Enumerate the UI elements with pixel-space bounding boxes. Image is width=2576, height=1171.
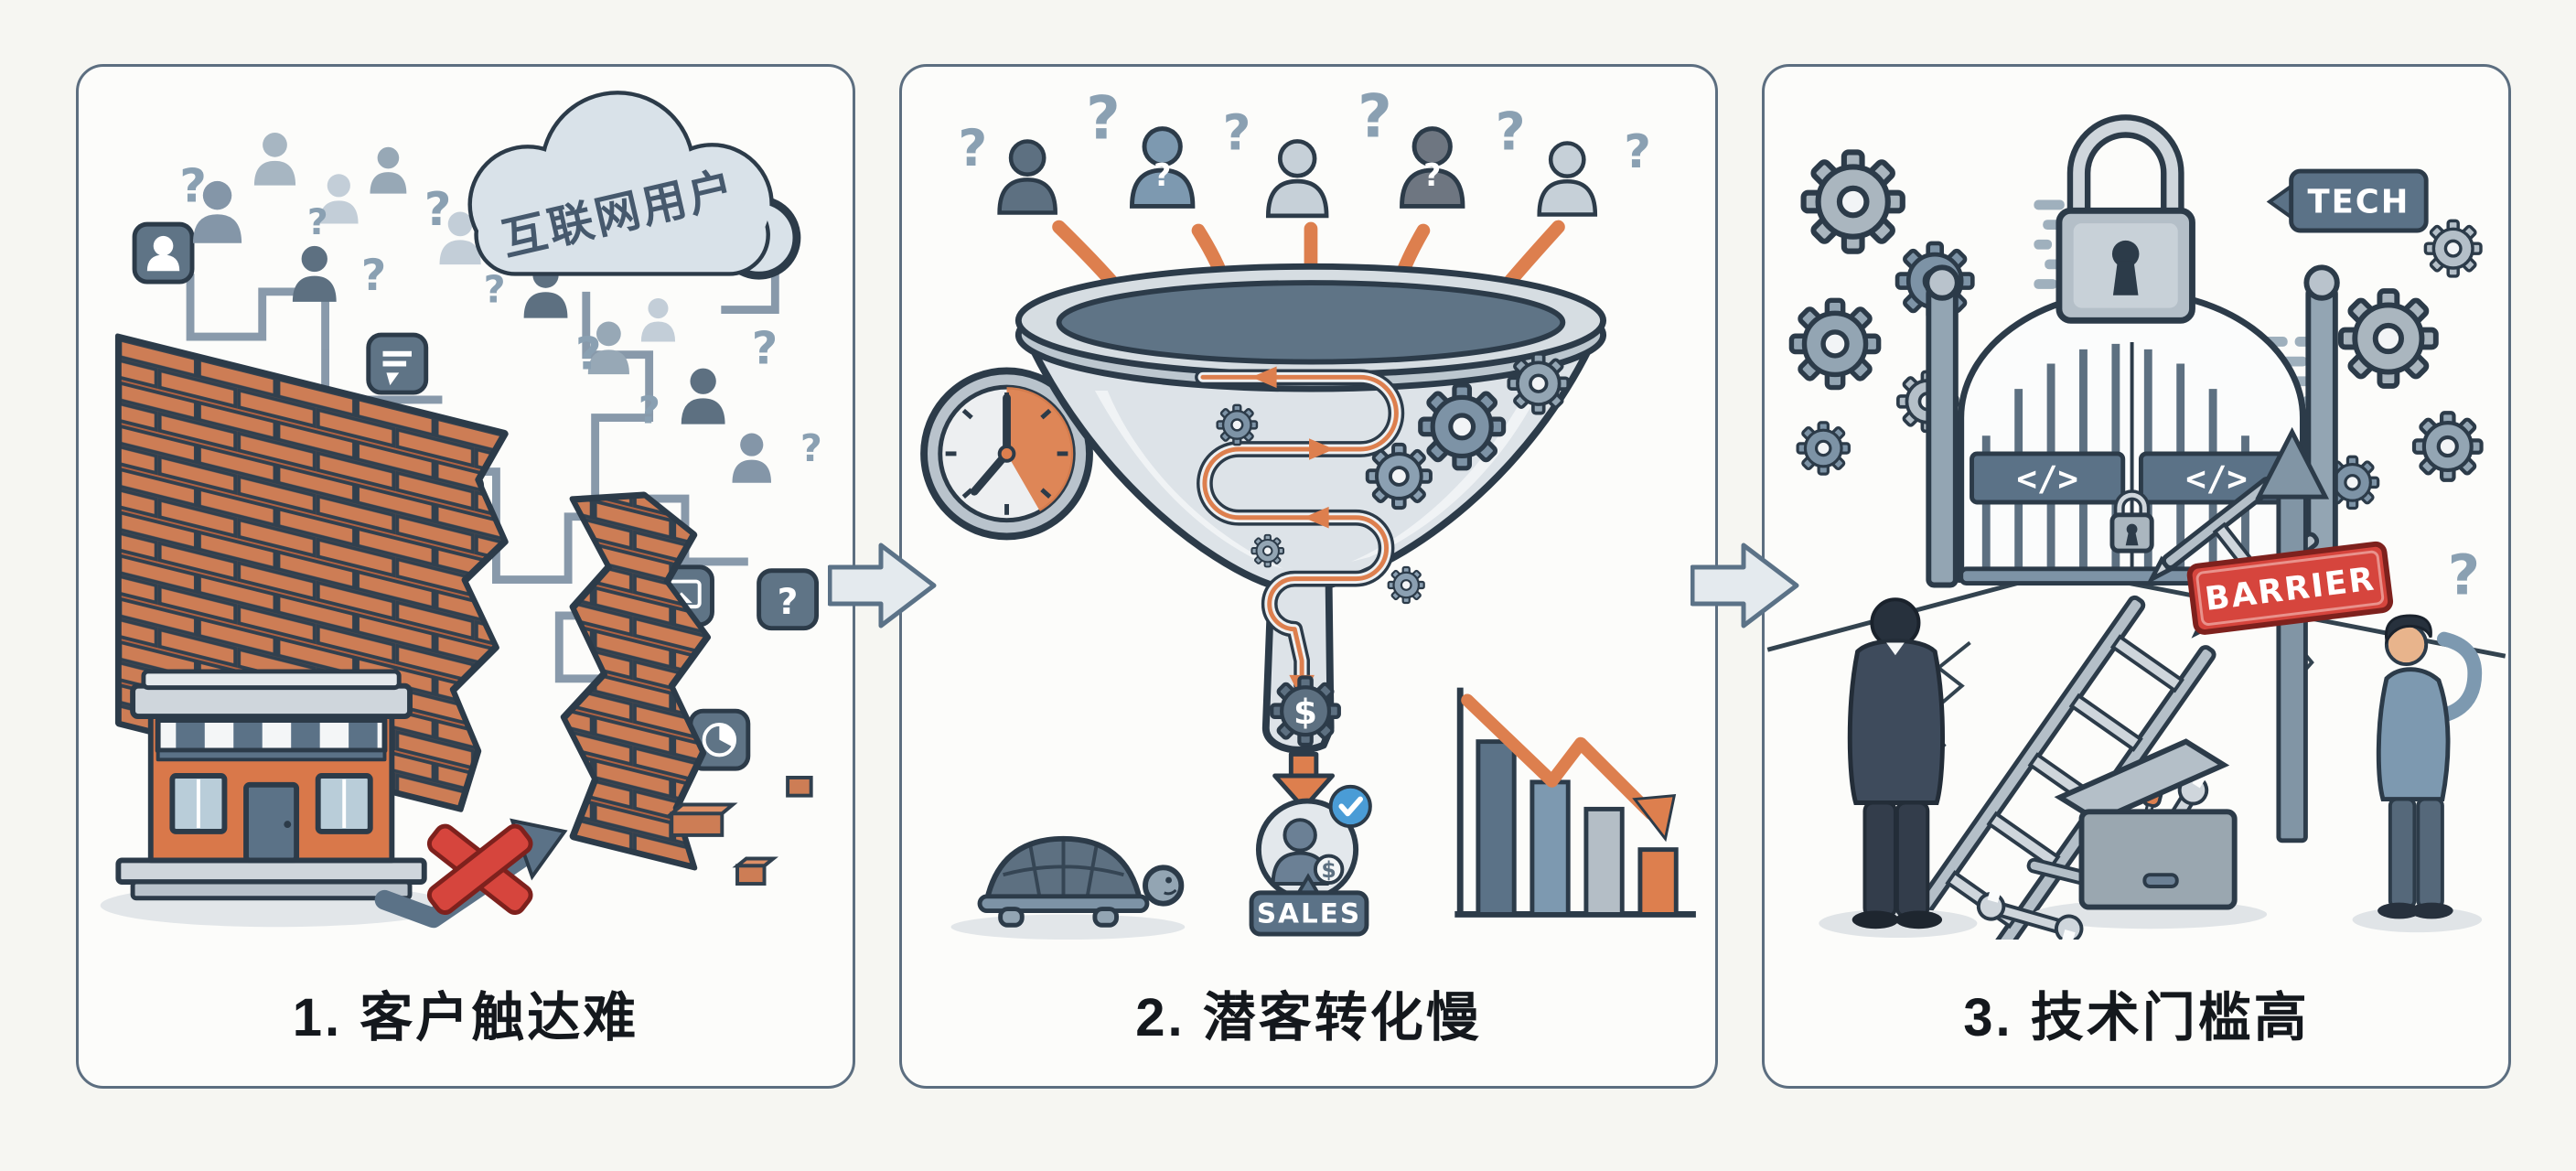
svg-text:$: $ bbox=[1321, 857, 1336, 883]
small-shop bbox=[100, 669, 452, 928]
svg-text:?: ? bbox=[575, 327, 602, 380]
big-padlock-icon bbox=[2055, 114, 2195, 324]
blue-check-badge-icon bbox=[1328, 784, 1372, 829]
svg-text:?: ? bbox=[484, 268, 506, 312]
svg-text:?: ? bbox=[361, 251, 386, 301]
svg-text:?: ? bbox=[1423, 157, 1441, 193]
panel3-illustration: </> </> bbox=[1765, 67, 2508, 940]
gate-padlock-icon bbox=[2109, 489, 2154, 553]
chat-bubble-icon bbox=[366, 332, 429, 395]
panel2-illustration: ? ? ? ? ? ? ? ? bbox=[902, 67, 1715, 940]
blocked-arrow-red-x bbox=[374, 818, 568, 929]
user-card-icon bbox=[132, 221, 195, 285]
flow-arrow-1 bbox=[828, 543, 937, 628]
barrier-up-arrow bbox=[2255, 426, 2330, 843]
panel1-svg: ? bbox=[100, 91, 822, 929]
awning bbox=[155, 717, 388, 762]
panel2-caption: 2. 潜客转化慢 bbox=[1135, 988, 1482, 1047]
red-x-icon bbox=[426, 823, 533, 915]
barrier-sign: BARRIER bbox=[2186, 541, 2394, 635]
panel3-caption: 3. 技术门槛高 bbox=[1963, 988, 2310, 1047]
panel-lead-conversion: ? ? ? ? ? ? ? ? bbox=[899, 64, 1718, 1089]
svg-text:?: ? bbox=[424, 183, 452, 237]
shop-door bbox=[243, 781, 300, 864]
sales-tag: SALES bbox=[1249, 873, 1369, 937]
funnel-output-arrow bbox=[1272, 751, 1336, 811]
wrench-icon bbox=[1976, 889, 2084, 940]
question-marks: ? ? ? ? ? ? bbox=[958, 83, 1650, 179]
internet-users-cloud: 互联网用户 bbox=[467, 91, 801, 280]
svg-text:$: $ bbox=[1293, 692, 1317, 732]
businessman-back-view bbox=[1819, 597, 1978, 939]
clock-icon bbox=[920, 367, 1093, 541]
svg-text:?: ? bbox=[1086, 85, 1121, 154]
gears-right bbox=[2324, 219, 2481, 510]
svg-text:?: ? bbox=[752, 322, 778, 375]
svg-text:?: ? bbox=[800, 426, 822, 470]
svg-text:?: ? bbox=[307, 201, 328, 243]
code-symbol-left: </> bbox=[2016, 458, 2077, 499]
scattered-bricks bbox=[666, 776, 813, 886]
panel-customer-reach: ? bbox=[76, 64, 855, 1089]
confused-man-scratching-head bbox=[2352, 614, 2483, 933]
svg-text:?: ? bbox=[1496, 102, 1526, 162]
code-symbol-right: </> bbox=[2185, 458, 2247, 499]
svg-text:?: ? bbox=[1624, 125, 1651, 179]
svg-text:?: ? bbox=[179, 160, 207, 214]
conversion-funnel: $ bbox=[1014, 263, 1607, 754]
svg-text:?: ? bbox=[639, 388, 660, 432]
toolbox bbox=[2033, 738, 2268, 929]
panel2-svg: ? ? ? ? ? ? ? ? bbox=[920, 83, 1696, 940]
decline-trend-arrow bbox=[1461, 693, 1658, 821]
dollar-gear-icon: $ bbox=[1272, 677, 1339, 745]
winding-path bbox=[1195, 369, 1405, 694]
question-square-icon: ? bbox=[757, 568, 820, 631]
question-marks: ? ? ? ? ? ? ? ? ? bbox=[179, 160, 822, 470]
panel-tech-barrier: </> </> bbox=[1762, 64, 2511, 1089]
panel1-illustration: ? bbox=[79, 67, 853, 940]
svg-text:?: ? bbox=[1358, 83, 1392, 152]
flow-arrow-2 bbox=[1690, 543, 1799, 628]
panel1-caption: 1. 客户触达难 bbox=[292, 988, 639, 1047]
tech-tag: TECH bbox=[2266, 168, 2429, 233]
declining-bar-chart bbox=[1454, 687, 1696, 918]
panel3-svg: </> </> bbox=[1766, 114, 2506, 940]
svg-text:TECH: TECH bbox=[2308, 183, 2410, 220]
question-mark: ? bbox=[2448, 543, 2480, 607]
svg-text:SALES: SALES bbox=[1257, 897, 1361, 929]
svg-text:?: ? bbox=[1154, 157, 1171, 193]
svg-text:?: ? bbox=[778, 581, 799, 623]
svg-text:?: ? bbox=[1223, 104, 1251, 161]
turtle-icon bbox=[950, 835, 1186, 940]
svg-text:?: ? bbox=[958, 119, 987, 177]
verified-customer-avatar: $ bbox=[1255, 784, 1372, 901]
